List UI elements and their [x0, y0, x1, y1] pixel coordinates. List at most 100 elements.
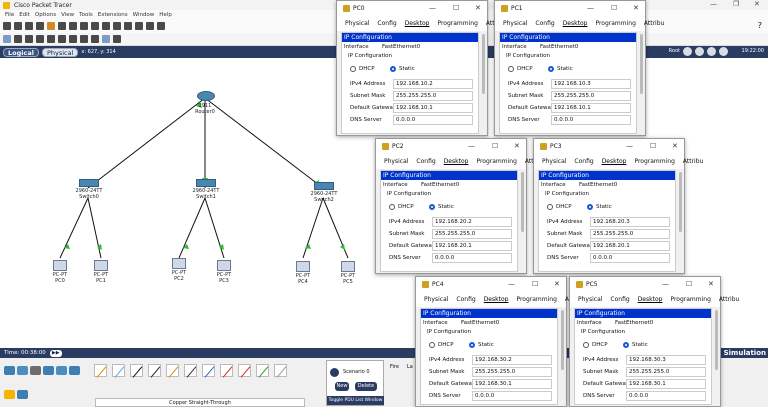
- tab-desktop[interactable]: Desktop: [404, 20, 430, 27]
- pc-config-window-0[interactable]: PC0 — ☐ ✕ Physical Config Desktop Progra…: [336, 0, 506, 136]
- fiber-cable-icon[interactable]: [166, 364, 179, 378]
- switch1-icon[interactable]: [196, 179, 216, 187]
- draw-rectangle-icon[interactable]: [80, 35, 88, 43]
- tab-physical[interactable]: Physical: [503, 20, 528, 27]
- static-radio[interactable]: Static: [587, 203, 612, 212]
- tab-config[interactable]: Config: [610, 296, 630, 303]
- pc5-icon[interactable]: [341, 261, 355, 272]
- console-cable-icon[interactable]: [112, 364, 125, 378]
- switch0-icon[interactable]: [79, 179, 99, 187]
- minimize-icon[interactable]: —: [587, 4, 594, 12]
- dhcp-radio[interactable]: DHCP: [583, 341, 608, 350]
- window-titlebar[interactable]: PC2 — ☐ ✕: [376, 139, 526, 154]
- default-gateway-field[interactable]: 192.168.30.1: [626, 379, 706, 389]
- menu-extensions[interactable]: Extensions: [97, 11, 128, 18]
- pc4-icon[interactable]: [296, 261, 310, 272]
- subnet-mask-field[interactable]: 255.255.255.0: [432, 229, 512, 239]
- ipv4-field[interactable]: 192.168.30.3: [626, 355, 706, 365]
- coaxial-cable-icon[interactable]: [202, 364, 215, 378]
- dns-server-field[interactable]: 0.0.0.0: [393, 115, 473, 125]
- print-icon[interactable]: [36, 22, 44, 30]
- window-titlebar[interactable]: PC4 — ☐ ✕: [416, 277, 566, 292]
- dns-server-field[interactable]: 0.0.0.0: [626, 391, 706, 401]
- paste-icon[interactable]: [69, 22, 77, 30]
- open-file-icon[interactable]: [14, 22, 22, 30]
- wireless-icon[interactable]: [43, 366, 54, 375]
- crossover-cable-icon[interactable]: [148, 364, 161, 378]
- draw-line-icon[interactable]: [69, 35, 77, 43]
- close-icon[interactable]: ✕: [672, 142, 678, 150]
- end-devices-icon[interactable]: [17, 366, 28, 375]
- static-radio[interactable]: Static: [429, 203, 454, 212]
- serial-dce-cable-icon[interactable]: [220, 364, 233, 378]
- draw-ellipse-icon[interactable]: [91, 35, 99, 43]
- tab-attributes[interactable]: Attribu: [682, 158, 704, 165]
- tab-desktop[interactable]: Desktop: [637, 296, 663, 303]
- static-radio[interactable]: Static: [623, 341, 648, 350]
- interface-value[interactable]: FastEthernet0: [461, 320, 500, 326]
- redo-icon[interactable]: [91, 22, 99, 30]
- scrollbar[interactable]: [679, 172, 682, 232]
- tab-config[interactable]: Config: [535, 20, 555, 27]
- minimize-icon[interactable]: —: [662, 280, 669, 288]
- dhcp-radio[interactable]: DHCP: [508, 65, 533, 74]
- custom-device-icon[interactable]: [146, 22, 154, 30]
- ipv4-field[interactable]: 192.168.10.3: [551, 79, 631, 89]
- physical-tab[interactable]: Physical: [41, 47, 79, 57]
- ipv4-field[interactable]: 192.168.10.2: [393, 79, 473, 89]
- window-titlebar[interactable]: PC1 — ☐ ✕: [495, 1, 645, 16]
- minimize-icon[interactable]: —: [710, 0, 717, 8]
- tab-desktop[interactable]: Desktop: [443, 158, 469, 165]
- close-icon[interactable]: ✕: [514, 142, 520, 150]
- environment-icon[interactable]: [719, 47, 728, 56]
- save-icon[interactable]: [25, 22, 33, 30]
- subnet-mask-field[interactable]: 255.255.255.0: [472, 367, 552, 377]
- pc2-icon[interactable]: [172, 258, 186, 269]
- screenshot-icon[interactable]: [157, 22, 165, 30]
- components-icon[interactable]: [30, 366, 41, 375]
- window-titlebar[interactable]: PC3 — ☐ ✕: [534, 139, 684, 154]
- maximize-icon[interactable]: ☐: [532, 280, 539, 288]
- connections-icon[interactable]: [4, 390, 15, 399]
- tab-physical[interactable]: Physical: [384, 158, 409, 165]
- toggle-pdu-list-button[interactable]: Toggle PDU List Window: [327, 396, 384, 405]
- default-gateway-field[interactable]: 192.168.10.1: [393, 103, 473, 113]
- maximize-icon[interactable]: ☐: [686, 280, 693, 288]
- interface-value[interactable]: FastEthernet0: [615, 320, 654, 326]
- multiuser-icon[interactable]: [17, 390, 28, 399]
- tab-programming[interactable]: Programming: [670, 296, 711, 303]
- subnet-mask-field[interactable]: 255.255.255.0: [626, 367, 706, 377]
- window-titlebar[interactable]: PC5 — ☐ ✕: [570, 277, 720, 292]
- activity-wizard-icon[interactable]: [47, 22, 55, 30]
- tab-config[interactable]: Config: [377, 20, 397, 27]
- undo-icon[interactable]: [80, 22, 88, 30]
- subnet-mask-field[interactable]: 255.255.255.0: [551, 91, 631, 101]
- menu-help[interactable]: Help: [159, 11, 172, 18]
- pc3-icon[interactable]: [217, 260, 231, 271]
- minimize-icon[interactable]: —: [429, 4, 436, 12]
- octal-cable-icon[interactable]: [256, 364, 269, 378]
- zoom-out-icon[interactable]: [124, 22, 132, 30]
- zoom-reset-icon[interactable]: [113, 22, 121, 30]
- dhcp-radio[interactable]: DHCP: [547, 203, 572, 212]
- dhcp-radio[interactable]: DHCP: [350, 65, 375, 74]
- interface-value[interactable]: FastEthernet0: [579, 182, 618, 188]
- menu-window[interactable]: Window: [132, 11, 155, 18]
- maximize-icon[interactable]: ❐: [733, 0, 740, 8]
- tab-programming[interactable]: Programming: [476, 158, 517, 165]
- interface-value[interactable]: FastEthernet0: [540, 44, 579, 50]
- search-icon[interactable]: [14, 35, 22, 43]
- network-devices-icon[interactable]: [4, 366, 15, 375]
- menu-options[interactable]: Options: [34, 11, 57, 18]
- tab-desktop[interactable]: Desktop: [483, 296, 509, 303]
- pc-config-window-1[interactable]: PC1 — ☐ ✕ Physical Config Desktop Progra…: [494, 0, 664, 136]
- dhcp-radio[interactable]: DHCP: [389, 203, 414, 212]
- tab-attributes[interactable]: Attribu: [718, 296, 740, 303]
- tab-programming[interactable]: Programming: [516, 296, 557, 303]
- wan-emulation-icon[interactable]: [56, 366, 67, 375]
- scenario-select[interactable]: Scenario 0: [343, 369, 370, 375]
- back-icon[interactable]: [683, 47, 692, 56]
- note-icon[interactable]: [36, 35, 44, 43]
- maximize-icon[interactable]: ☐: [453, 4, 460, 12]
- default-gateway-field[interactable]: 192.168.30.1: [472, 379, 552, 389]
